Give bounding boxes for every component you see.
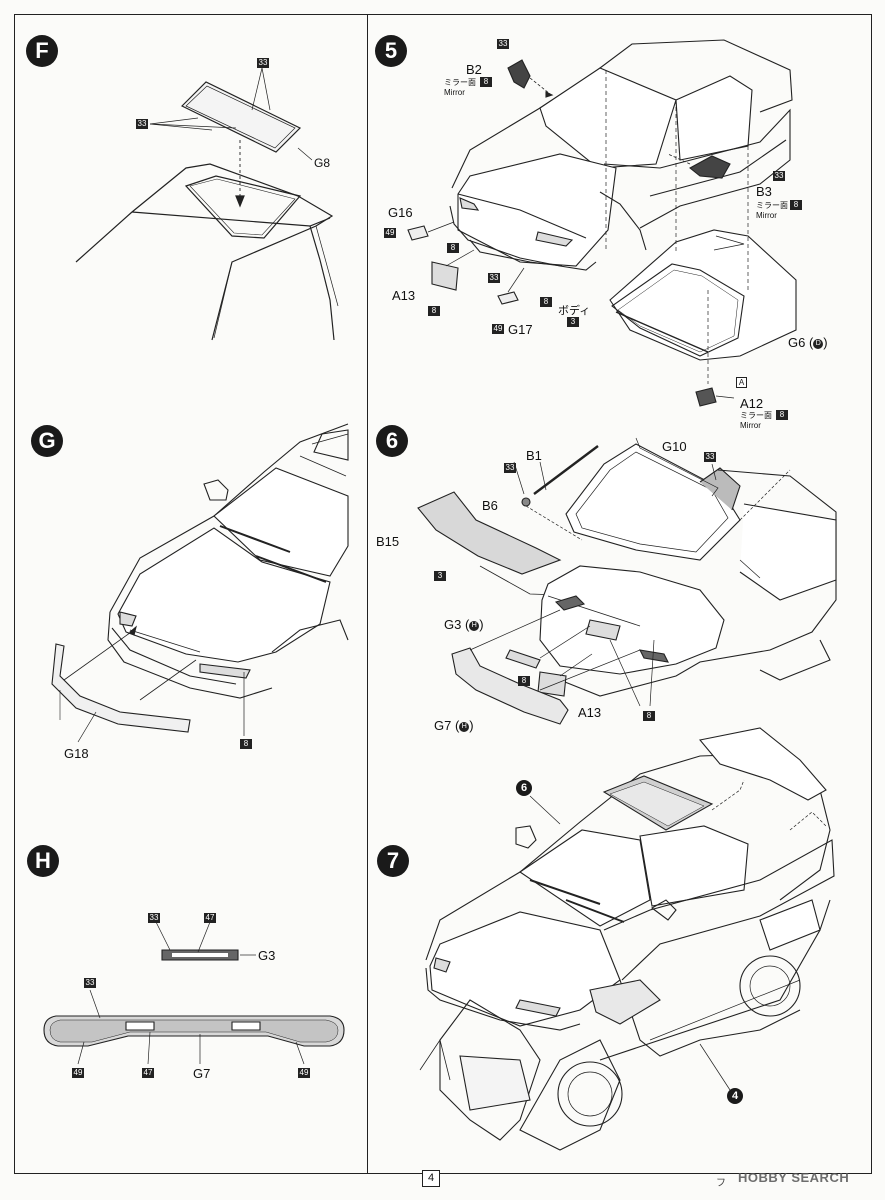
mirror-surface-jp: ミラー面 bbox=[444, 78, 476, 87]
part-label-g8: G8 bbox=[314, 156, 331, 170]
mirror-surface-jp: ミラー面 bbox=[740, 411, 772, 420]
step-7-badge: 7 bbox=[377, 845, 409, 877]
paint-code: 33 bbox=[497, 39, 509, 49]
paint-code: 33 bbox=[488, 273, 500, 283]
part-label-b3: B3 bbox=[756, 184, 772, 199]
paint-code: 33 bbox=[257, 58, 269, 68]
paint-code: 8 bbox=[776, 410, 788, 420]
part-label-g3: G3 bbox=[258, 948, 276, 963]
mirror-surface-en: Mirror bbox=[756, 211, 777, 220]
runner-d-badge: D bbox=[813, 338, 824, 349]
paint-code: 33 bbox=[136, 119, 148, 129]
part-label-g7: G7 (H) bbox=[434, 718, 474, 733]
part-label-g7: G7 bbox=[193, 1066, 211, 1081]
paint-code: 33 bbox=[148, 913, 160, 923]
panel-h-drawing bbox=[0, 0, 367, 1100]
paint-code: 8 bbox=[240, 739, 252, 749]
paint-code: 8 bbox=[540, 297, 552, 307]
subassembly-4-ref: 4 bbox=[727, 1088, 743, 1104]
panel-f-drawing bbox=[0, 0, 367, 400]
paint-code: 33 bbox=[773, 171, 785, 181]
part-label-b15: B15 bbox=[376, 534, 400, 549]
paint-code: 8 bbox=[447, 243, 459, 253]
step-h-badge: H bbox=[27, 845, 59, 877]
part-label-g6: G6 (D) bbox=[788, 335, 828, 350]
paint-code: 3 bbox=[434, 571, 446, 581]
panel-5-drawing bbox=[0, 0, 885, 440]
part-box-a: A bbox=[736, 377, 747, 388]
runner-h-badge: H bbox=[459, 721, 470, 732]
body-label-jp: ボディ bbox=[558, 305, 591, 317]
subassembly-6-ref: 6 bbox=[516, 780, 532, 796]
watermark-logo: HOBBY SEARCH bbox=[738, 1170, 850, 1185]
paint-code: 8 bbox=[518, 676, 530, 686]
part-label-g16: G16 bbox=[388, 205, 413, 220]
step-6-badge: 6 bbox=[376, 425, 408, 457]
part-label-g3: G3 (H) bbox=[444, 617, 484, 632]
footer-text: フ bbox=[716, 1178, 726, 1189]
paint-code: 49 bbox=[298, 1068, 310, 1078]
page-frame bbox=[14, 14, 872, 1174]
paint-code: 33 bbox=[84, 978, 96, 988]
paint-code: 8 bbox=[790, 200, 802, 210]
part-label-b2: B2 bbox=[466, 62, 482, 77]
part-label-g17: G17 bbox=[508, 322, 533, 337]
part-label-b1: B1 bbox=[526, 448, 542, 463]
paint-code: 49 bbox=[384, 228, 396, 238]
paint-code: 8 bbox=[428, 306, 440, 316]
panel-g-drawing bbox=[0, 0, 367, 800]
step-g-badge: G bbox=[31, 425, 63, 457]
paint-code: 33 bbox=[504, 463, 516, 473]
mirror-surface-jp: ミラー面 bbox=[756, 201, 788, 210]
paint-code: 8 bbox=[480, 77, 492, 87]
paint-code: 8 bbox=[643, 711, 655, 721]
mirror-surface-en: Mirror bbox=[444, 88, 465, 97]
runner-h-badge: H bbox=[469, 620, 480, 631]
paint-code: 49 bbox=[492, 324, 504, 334]
mirror-surface-en: Mirror bbox=[740, 421, 761, 430]
part-label-b6: B6 bbox=[482, 498, 498, 513]
paint-code: 49 bbox=[72, 1068, 84, 1078]
column-divider bbox=[367, 14, 368, 1174]
paint-code: 3 bbox=[567, 317, 579, 327]
paint-code: 47 bbox=[142, 1068, 154, 1078]
paint-code: 47 bbox=[204, 913, 216, 923]
panel-6-drawing bbox=[0, 0, 885, 800]
part-label-a13: A13 bbox=[578, 705, 602, 720]
step-5-badge: 5 bbox=[375, 35, 407, 67]
part-label-a13: A13 bbox=[392, 288, 416, 303]
part-label-a12: A12 bbox=[740, 396, 764, 411]
page-number: 4 bbox=[422, 1170, 440, 1187]
step-f-badge: F bbox=[26, 35, 58, 67]
part-label-g18: G18 bbox=[64, 746, 89, 761]
panel-7-drawing bbox=[0, 0, 885, 1170]
part-label-g10: G10 bbox=[662, 439, 687, 454]
paint-code: 33 bbox=[704, 452, 716, 462]
